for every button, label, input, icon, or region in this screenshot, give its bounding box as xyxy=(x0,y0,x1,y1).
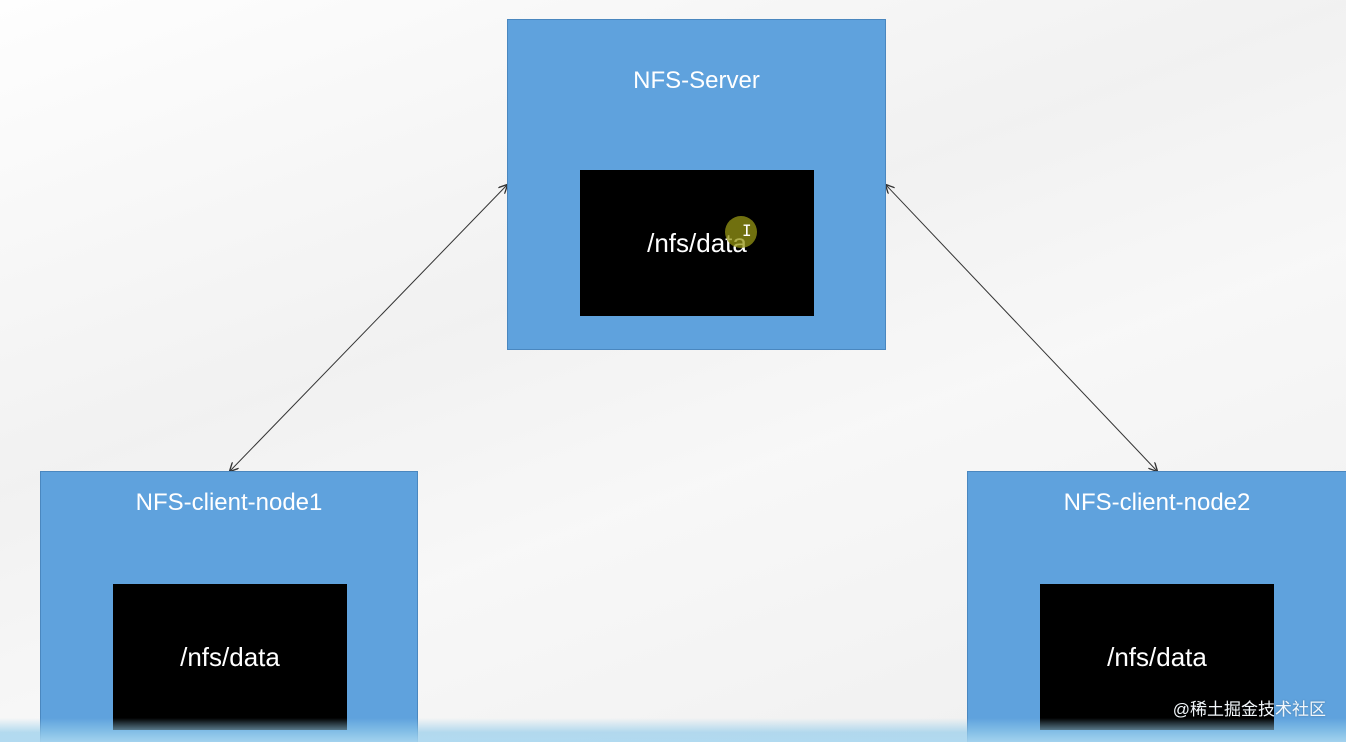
bottom-decoration xyxy=(0,718,1346,742)
connector-server-client2 xyxy=(886,185,1157,471)
cursor-highlight xyxy=(725,216,757,248)
nfs-client-node1: NFS-client-node1 /nfs/data xyxy=(40,471,418,742)
nfs-client-node2-path: /nfs/data xyxy=(1107,642,1207,672)
text-cursor-icon: I xyxy=(742,221,752,240)
connector-server-client1 xyxy=(230,185,507,471)
nfs-client-node1-path: /nfs/data xyxy=(180,642,280,672)
watermark: @稀土掘金技术社区 xyxy=(1172,700,1326,719)
nfs-client-node2-share: /nfs/data xyxy=(1040,584,1274,730)
nfs-server-path: /nfs/data xyxy=(647,228,747,258)
nfs-server-title: NFS-Server xyxy=(633,67,760,94)
nfs-client-node1-share: /nfs/data xyxy=(113,584,347,730)
nfs-client-node2: NFS-client-node2 /nfs/data xyxy=(967,471,1346,742)
nfs-server-share: /nfs/data xyxy=(580,170,814,316)
nfs-client-node1-title: NFS-client-node1 xyxy=(135,489,323,516)
nfs-client-node2-title: NFS-client-node2 xyxy=(1063,489,1251,516)
nfs-server-node: NFS-Server /nfs/data xyxy=(507,19,886,350)
